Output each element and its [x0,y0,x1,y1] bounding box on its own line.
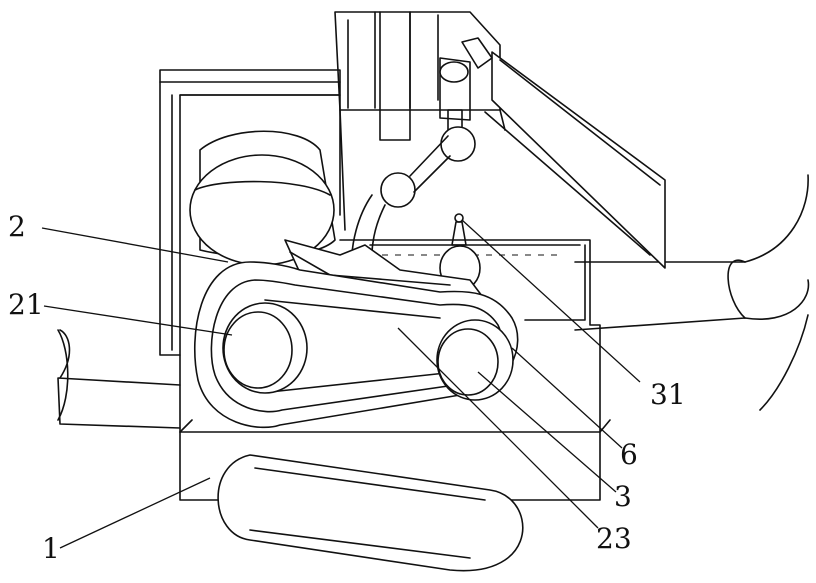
label-2: 2 [8,210,26,243]
label-3: 3 [614,480,632,513]
label-21: 21 [8,288,44,321]
label-31: 31 [650,378,686,411]
pulley-left [223,303,307,393]
guard-plate [485,52,665,268]
motor-cylinder [190,131,335,265]
label-6: 6 [620,438,638,471]
leader-1 [60,478,210,548]
label-1: 1 [42,532,60,565]
upper-housing [335,12,505,230]
pulley-right [437,320,513,400]
label-23: 23 [596,522,632,555]
